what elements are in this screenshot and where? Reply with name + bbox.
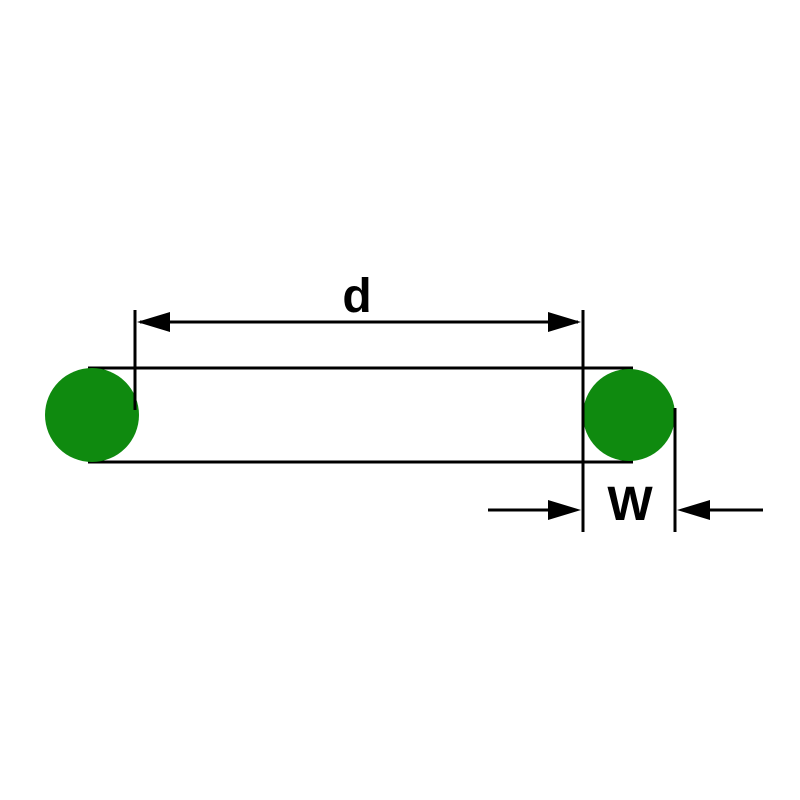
oring-right-cross-section bbox=[583, 369, 675, 461]
d-arrowhead-right-icon bbox=[548, 312, 581, 332]
d-arrowhead-left-icon bbox=[137, 312, 170, 332]
oring-left-cross-section bbox=[45, 368, 139, 462]
w-arrowhead-left-icon bbox=[548, 500, 581, 520]
cross-section-width-label: W bbox=[607, 478, 653, 531]
w-arrowhead-right-icon bbox=[677, 500, 710, 520]
inner-diameter-label: d bbox=[342, 270, 371, 323]
